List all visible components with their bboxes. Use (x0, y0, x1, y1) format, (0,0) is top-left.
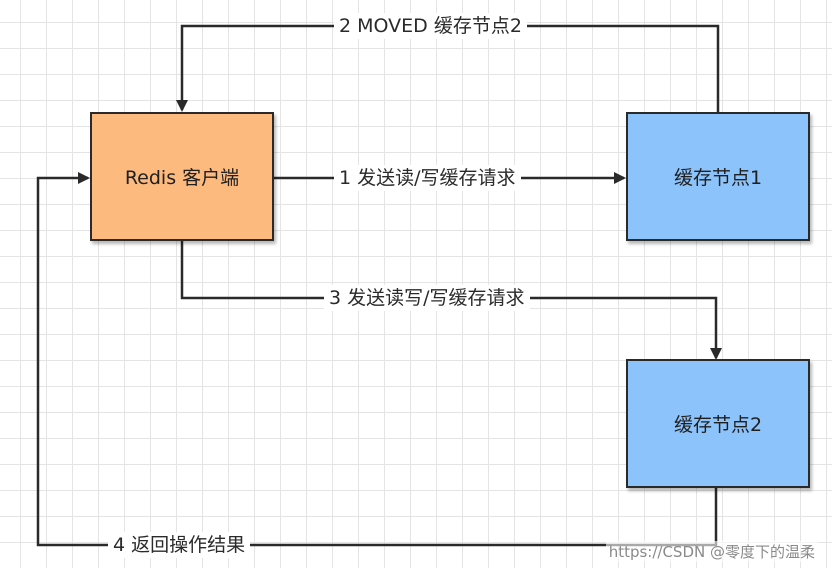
edge-step4-label: 4 返回操作结果 (108, 532, 251, 558)
redis-client-node: Redis 客户端 (90, 112, 274, 241)
cache-node-1: 缓存节点1 (626, 112, 810, 241)
edge-step2-label: 2 MOVED 缓存节点2 (334, 13, 527, 39)
redis-client-label: Redis 客户端 (124, 167, 240, 189)
cache-node-2-label: 缓存节点2 (673, 414, 763, 436)
edge-step1-label: 1 发送读/写缓存请求 (334, 165, 521, 191)
edge-step3-label: 3 发送读写/写缓存请求 (324, 285, 530, 311)
csdn-watermark: https://CSDN @零度下的温柔 (605, 541, 818, 562)
cache-node-2: 缓存节点2 (626, 359, 810, 488)
cache-node-1-label: 缓存节点1 (673, 167, 763, 189)
edge-step4-line (36, 172, 718, 547)
